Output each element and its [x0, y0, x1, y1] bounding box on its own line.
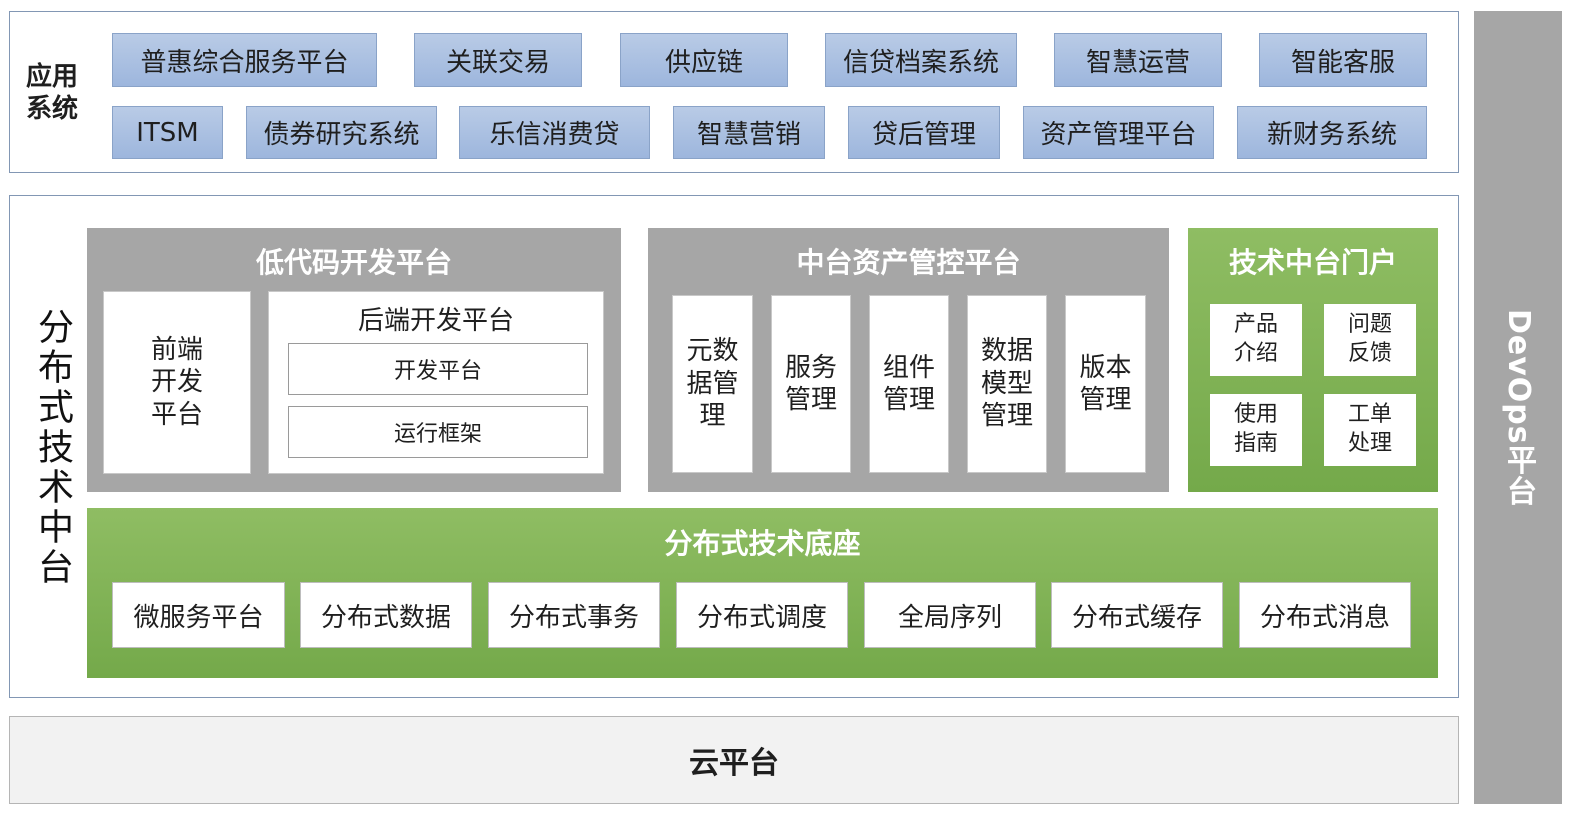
app-smart-service[interactable]: 智能客服 [1259, 33, 1427, 87]
base-distributed-data[interactable]: 分布式数据 [300, 582, 472, 648]
base-distributed-message[interactable]: 分布式消息 [1239, 582, 1411, 648]
devops-platform-box[interactable]: DevOps平台 [1474, 11, 1562, 804]
version-management[interactable]: 版本 管理 [1065, 295, 1146, 473]
metadata-management[interactable]: 元数 据管 理 [672, 295, 753, 473]
base-distributed-cache[interactable]: 分布式缓存 [1051, 582, 1223, 648]
base-microservice[interactable]: 微服务平台 [112, 582, 285, 648]
data-model-management[interactable]: 数据 模型 管理 [967, 295, 1047, 473]
backend-runtime-framework[interactable]: 运行框架 [288, 406, 588, 458]
service-management[interactable]: 服务 管理 [771, 295, 851, 473]
app-bond-research[interactable]: 债券研究系统 [246, 106, 437, 159]
cloud-platform-label: 云平台 [689, 746, 779, 781]
base-distributed-scheduling[interactable]: 分布式调度 [676, 582, 848, 648]
app-puhui[interactable]: 普惠综合服务平台 [112, 33, 377, 87]
app-smart-marketing[interactable]: 智慧营销 [673, 106, 825, 159]
portal-feedback[interactable]: 问题 反馈 [1324, 304, 1416, 376]
base-distributed-transaction[interactable]: 分布式事务 [488, 582, 660, 648]
portal-product-intro[interactable]: 产品 介绍 [1210, 304, 1302, 376]
devops-platform-label: DevOps平台 [1501, 308, 1536, 507]
app-asset-management[interactable]: 资产管理平台 [1023, 106, 1214, 159]
app-systems-label: 应用 系统 [25, 61, 78, 125]
portal-ticket[interactable]: 工单 处理 [1324, 394, 1416, 466]
cloud-platform-box[interactable]: 云平台 [9, 716, 1459, 804]
app-credit-archive[interactable]: 信贷档案系统 [825, 33, 1017, 87]
tech-platform-label: 分布式技术中台 [32, 308, 73, 588]
portal-user-guide[interactable]: 使用 指南 [1210, 394, 1302, 466]
app-smart-operation[interactable]: 智慧运营 [1054, 33, 1222, 87]
lowcode-platform-title: 低代码开发平台 [255, 246, 452, 279]
app-post-loan[interactable]: 贷后管理 [848, 106, 1000, 159]
asset-control-platform-title: 中台资产管控平台 [796, 246, 1021, 279]
app-related-trade[interactable]: 关联交易 [414, 33, 582, 87]
backend-dev-platform-title: 后端开发平台 [357, 305, 514, 336]
frontend-dev-platform[interactable]: 前端 开发 平台 [103, 291, 251, 474]
app-supply-chain[interactable]: 供应链 [620, 33, 788, 87]
backend-dev-platform-item[interactable]: 开发平台 [288, 343, 588, 395]
app-new-finance[interactable]: 新财务系统 [1237, 106, 1427, 159]
tech-portal-title: 技术中台门户 [1228, 246, 1397, 279]
base-global-sequence[interactable]: 全局序列 [864, 582, 1036, 648]
app-lexin-loan[interactable]: 乐信消费贷 [459, 106, 650, 159]
distributed-base-title: 分布式技术底座 [664, 527, 861, 560]
component-management[interactable]: 组件 管理 [869, 295, 949, 473]
app-itsm[interactable]: ITSM [112, 106, 223, 159]
